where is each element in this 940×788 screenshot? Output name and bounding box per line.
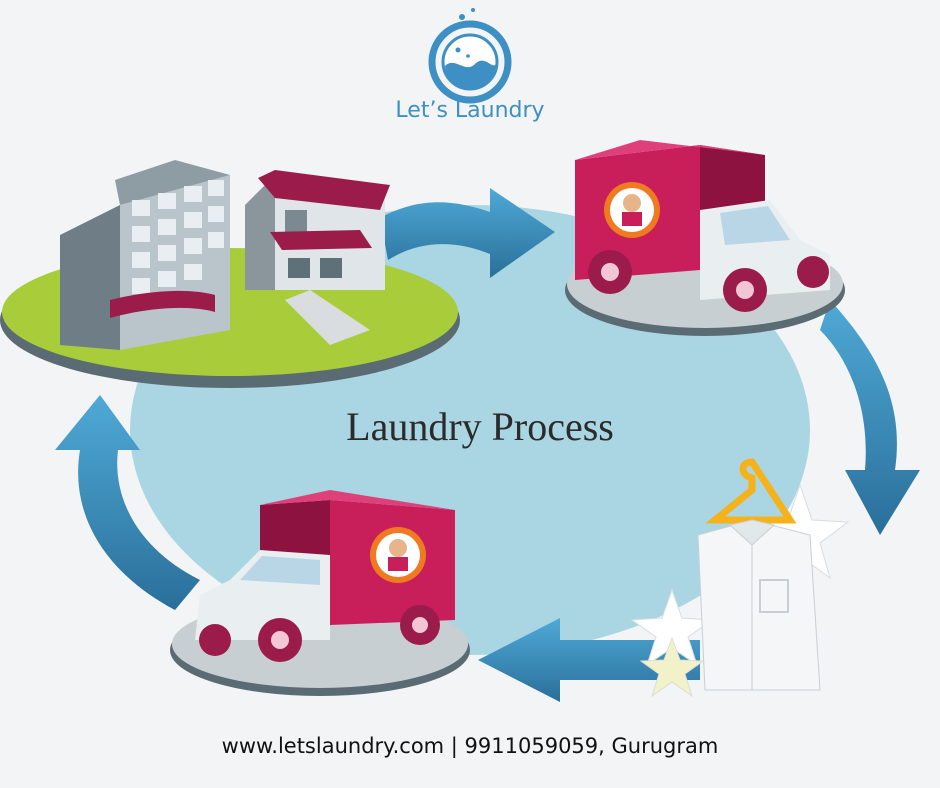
buildings-house-icon <box>0 160 460 388</box>
diagram-title: Laundry Process <box>346 404 614 449</box>
arrow-pickup-to-clean <box>820 300 920 535</box>
brand-name: Let’s Laundry <box>395 98 545 123</box>
arrow-home-to-pickup <box>380 188 555 278</box>
delivery-truck-icon <box>565 140 845 336</box>
arrow-clean-to-delivery <box>478 618 700 702</box>
washing-machine-icon <box>428 8 512 104</box>
arrow-delivery-to-home <box>55 395 200 610</box>
clean-shirt-hanger-icon <box>630 458 850 698</box>
delivery-truck-icon <box>170 490 470 696</box>
footer-contact: www.letslaundry.com | 9911059059, Gurugr… <box>221 734 719 758</box>
